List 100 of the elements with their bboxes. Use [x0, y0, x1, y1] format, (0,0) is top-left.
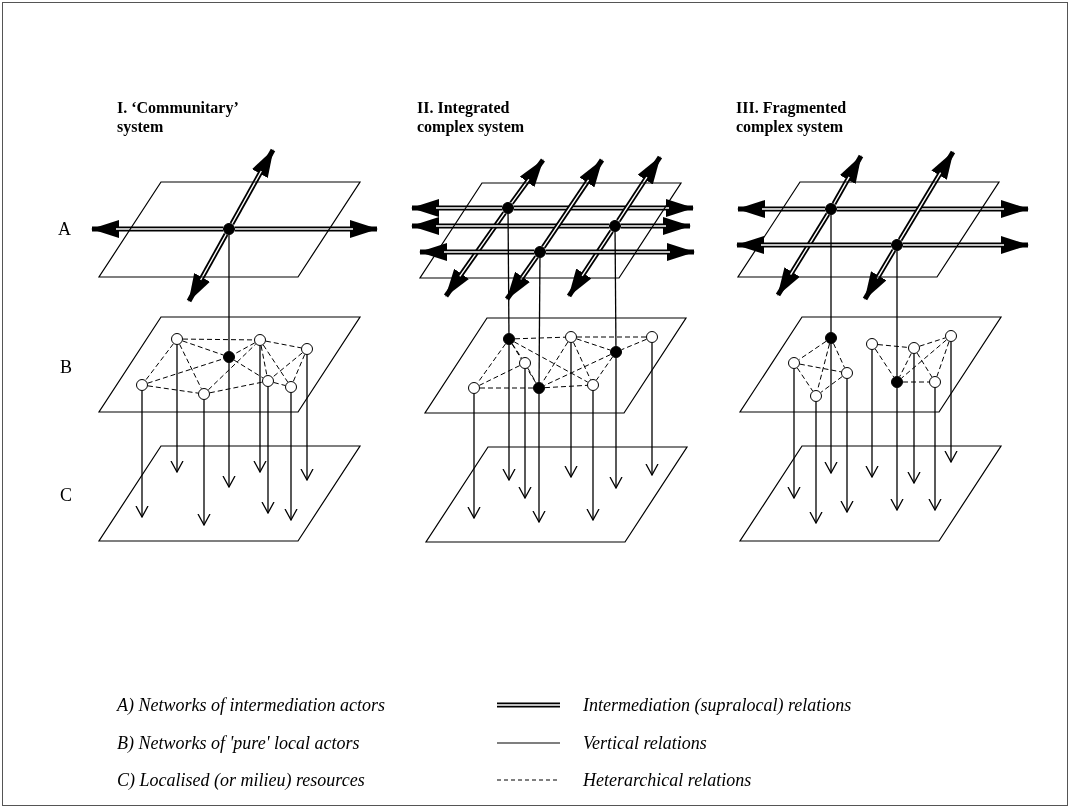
- plane-parallelogram: [420, 183, 681, 278]
- dashed-line: [874, 348, 895, 378]
- actor-dot: [609, 220, 621, 232]
- double-arrow: [229, 148, 276, 225]
- arrow: [840, 378, 854, 513]
- double-arrow: [411, 217, 609, 235]
- double-arrow: [235, 220, 378, 238]
- actor-circle: [262, 375, 274, 387]
- plane-parallelogram: [426, 447, 687, 542]
- plane-parallelogram: [425, 318, 686, 413]
- dashed-line: [262, 344, 289, 383]
- dashed-line: [576, 338, 611, 351]
- arrow: [135, 390, 149, 518]
- dashed-line: [478, 365, 521, 386]
- plane-parallelogram: [99, 317, 360, 412]
- actor-dot: [503, 333, 515, 345]
- arrow: [197, 399, 211, 526]
- double-arrow: [443, 211, 507, 298]
- dashed-line: [833, 342, 845, 369]
- dashed-line: [147, 358, 224, 384]
- double-arrow: [903, 236, 1029, 254]
- double-arrow: [897, 150, 956, 242]
- dashed-line: [182, 340, 224, 356]
- arrow: [518, 368, 532, 499]
- dashed-line: [936, 341, 950, 377]
- double-arrow: [621, 217, 691, 235]
- actor-dot: [533, 382, 545, 394]
- dashed-line: [877, 344, 909, 348]
- legend-text: Vertical relations: [583, 732, 707, 754]
- dashed-line: [479, 387, 534, 389]
- arrow: [222, 362, 236, 488]
- actor-circle: [788, 357, 800, 369]
- dashed-line: [798, 340, 827, 361]
- arrow: [532, 393, 546, 523]
- dashed-line: [799, 363, 842, 373]
- double-arrow: [411, 199, 502, 217]
- arrow: [809, 401, 823, 524]
- double-arrow: [546, 243, 695, 261]
- arrow: [502, 344, 516, 481]
- dashed-line: [544, 384, 588, 389]
- actor-dot: [223, 351, 235, 363]
- actor-circle: [646, 331, 658, 343]
- arrow: [467, 393, 481, 519]
- arrow: [944, 341, 958, 463]
- legend-text: Heterarchical relations: [583, 769, 752, 791]
- dashed-line: [796, 367, 814, 392]
- arrow: [609, 357, 623, 489]
- dashed-line: [902, 381, 930, 383]
- vertical-line: [896, 250, 898, 377]
- actor-circle: [565, 331, 577, 343]
- double-arrow: [566, 229, 614, 298]
- arrow: [261, 386, 275, 514]
- dashed-line: [919, 337, 946, 347]
- double-arrow: [509, 158, 546, 205]
- dashed-line: [145, 343, 174, 381]
- arrow: [284, 392, 298, 521]
- actor-dot: [891, 239, 903, 251]
- arrow: [645, 342, 659, 476]
- level-label: A: [58, 218, 71, 240]
- double-arrow: [737, 200, 825, 218]
- dashed-line: [576, 336, 647, 338]
- double-arrow: [837, 200, 1029, 218]
- double-arrow: [616, 155, 663, 223]
- plane-parallelogram: [738, 182, 999, 277]
- level-description: B) Networks of 'pure' local actors: [117, 732, 360, 754]
- vertical-line: [228, 234, 230, 352]
- level-label: C: [60, 484, 72, 506]
- plane-parallelogram: [740, 446, 1001, 541]
- actor-circle: [254, 334, 266, 346]
- dashed-line: [916, 352, 933, 378]
- dashed-line: [513, 341, 589, 383]
- dashed-line: [527, 367, 537, 384]
- actor-dot: [502, 202, 514, 214]
- actor-circle: [908, 342, 920, 354]
- actor-circle: [945, 330, 957, 342]
- arrow: [907, 353, 921, 484]
- arrow: [253, 345, 267, 473]
- dashed-line: [273, 382, 286, 386]
- vertical-line: [538, 257, 541, 383]
- actor-circle: [136, 379, 148, 391]
- dashed-line: [147, 385, 199, 394]
- double-arrow: [862, 248, 897, 301]
- arrow: [824, 343, 838, 474]
- double-arrow: [831, 154, 864, 205]
- actor-dot: [891, 376, 903, 388]
- actor-dot: [534, 246, 546, 258]
- plane-parallelogram: [740, 317, 1001, 412]
- dashed-line: [209, 381, 263, 394]
- actor-dot: [825, 332, 837, 344]
- dashed-line: [207, 343, 257, 391]
- arrow: [300, 354, 314, 481]
- level-description: C) Localised (or milieu) resources: [117, 769, 365, 791]
- double-arrow: [736, 236, 891, 254]
- actor-dot: [610, 346, 622, 358]
- dashed-line: [514, 336, 566, 340]
- arrow: [564, 342, 578, 478]
- panel-title: I. ‘Communitary’ system: [117, 98, 239, 136]
- arrow: [890, 387, 904, 511]
- dashed-line: [511, 343, 523, 359]
- vertical-line: [830, 214, 832, 333]
